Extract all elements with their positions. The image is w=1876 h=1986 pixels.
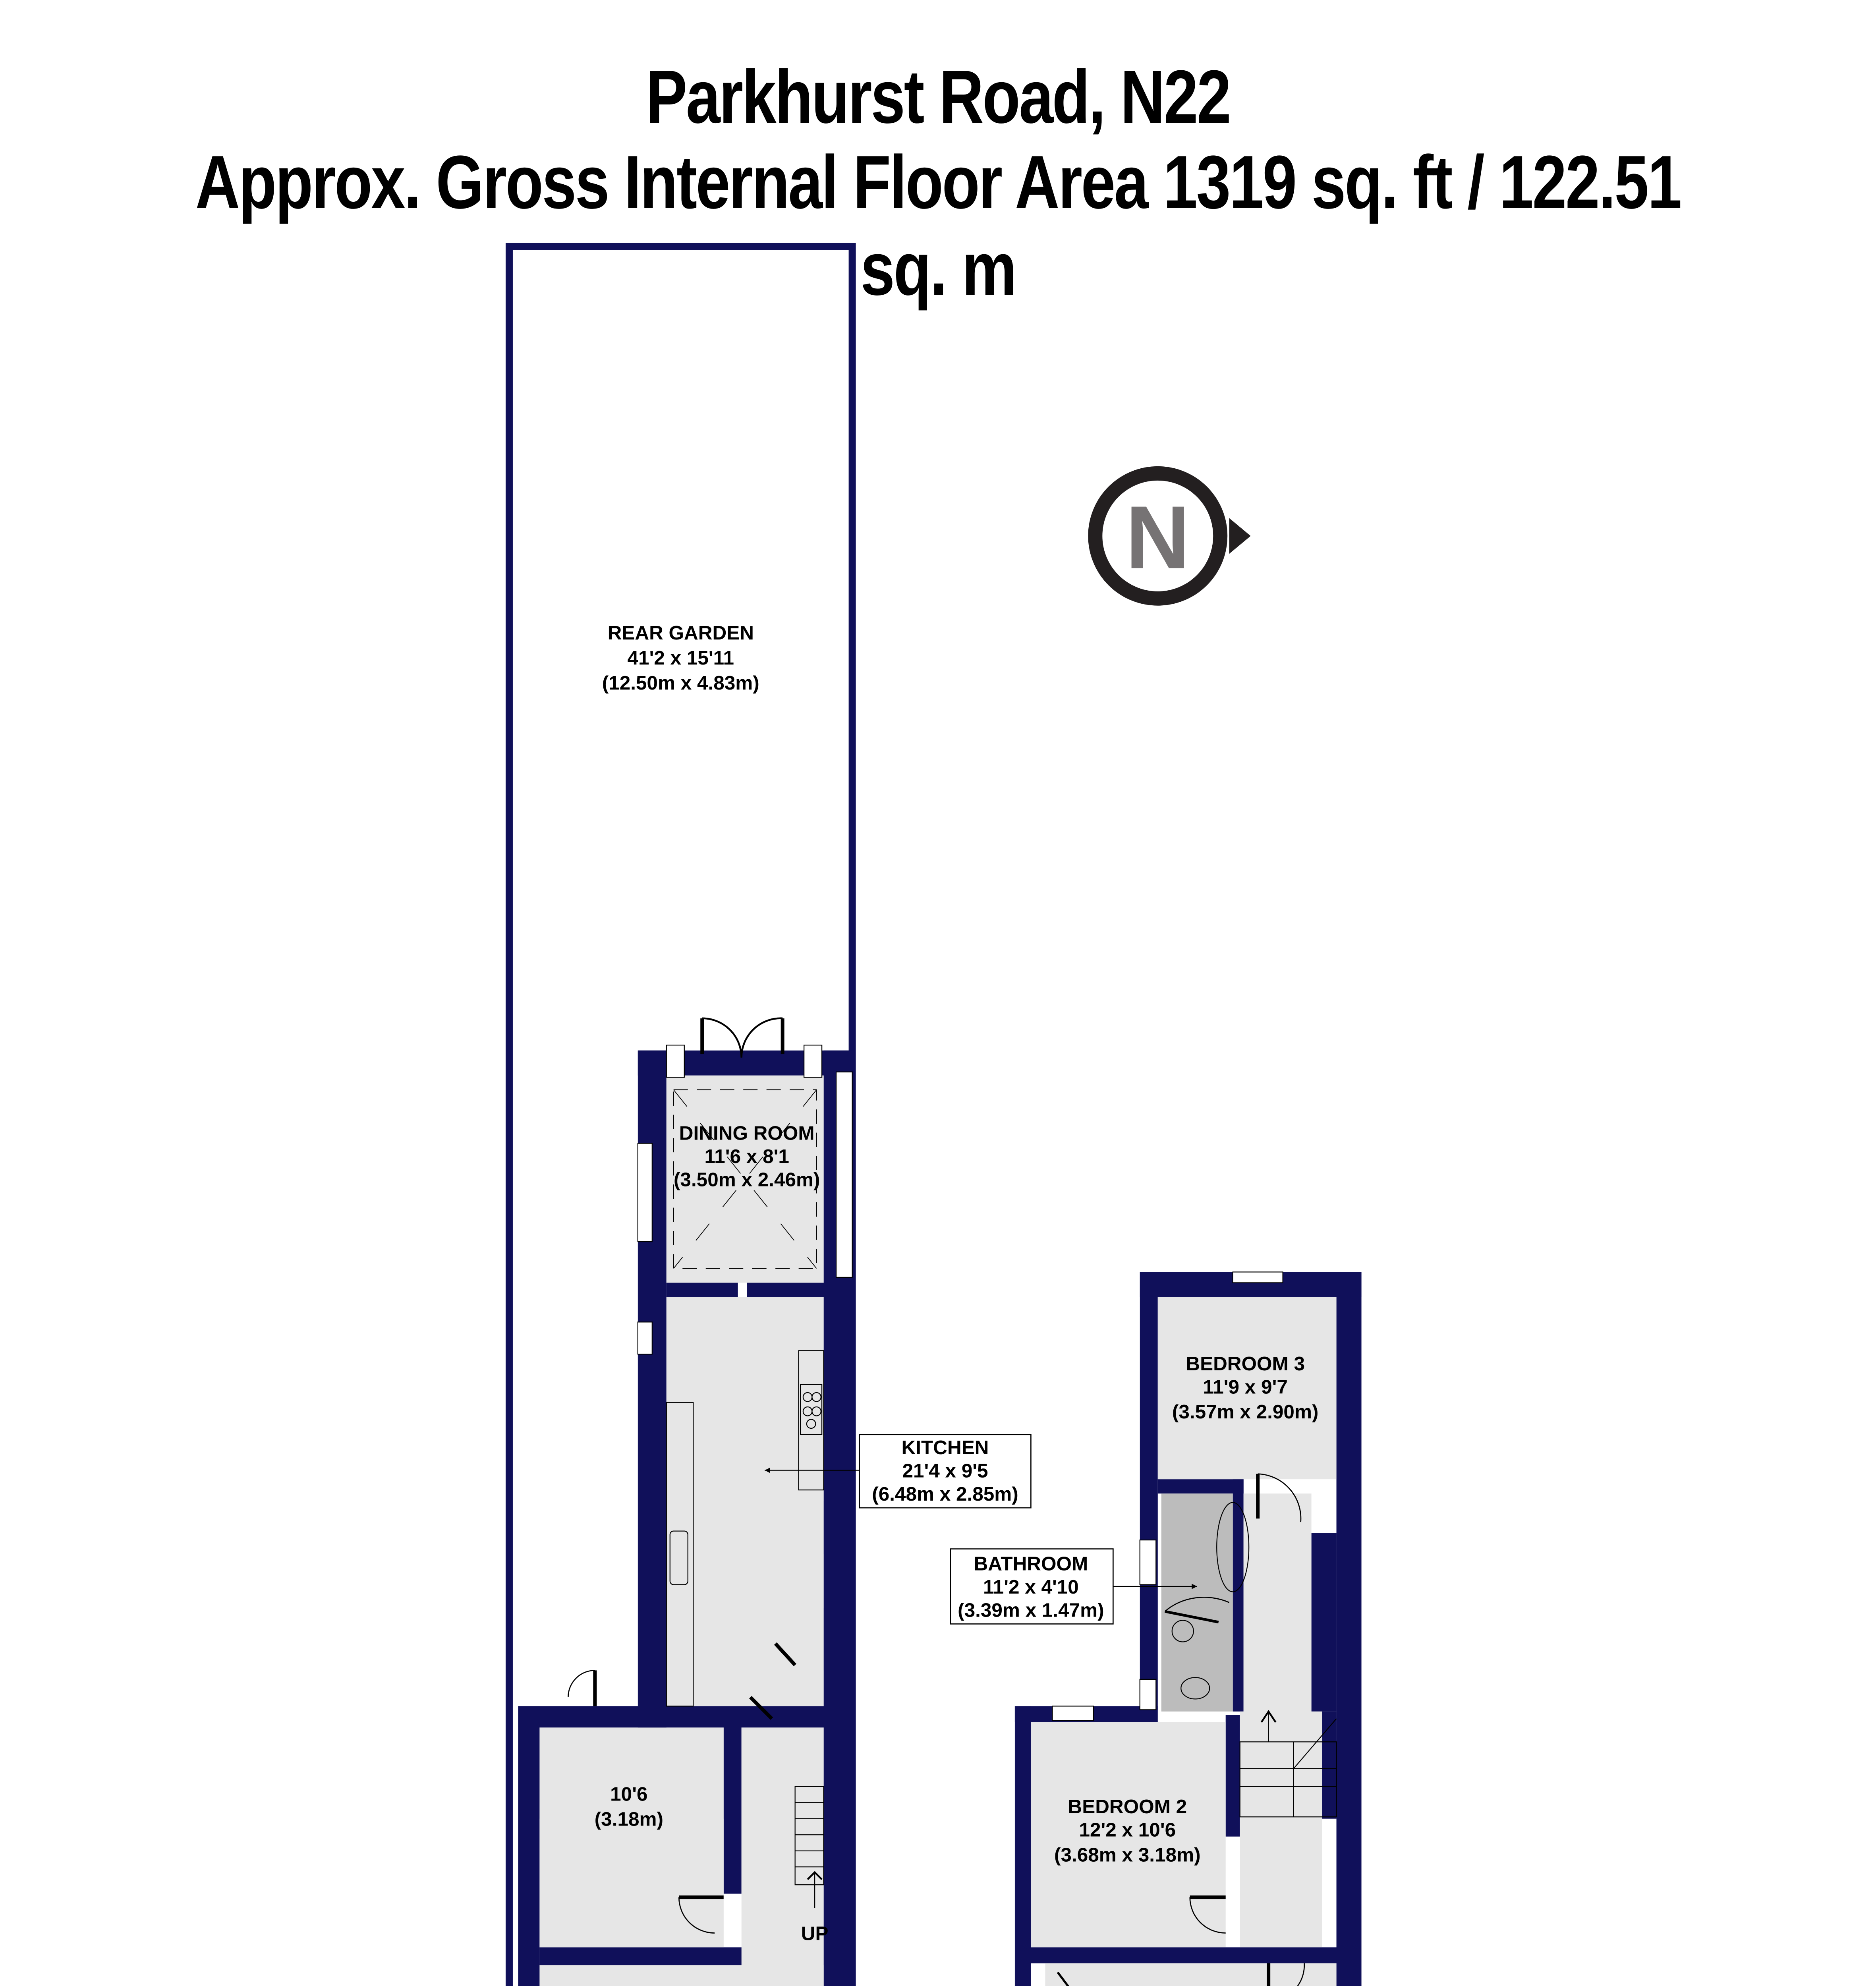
kitchen-fittings bbox=[666, 1350, 824, 1707]
toilet-icon bbox=[1180, 1677, 1210, 1700]
svg-text:11'2 x 4'10: 11'2 x 4'10 bbox=[983, 1576, 1079, 1598]
stairs-up[interactable] bbox=[794, 1786, 824, 1908]
svg-text:BEDROOM 2: BEDROOM 2 bbox=[1068, 1796, 1187, 1818]
room-label-dining-room: DINING ROOM 11'6 x 8'1 (3.50m x 2.46m) bbox=[674, 1122, 820, 1191]
svg-text:(12.50m x 4.83m): (12.50m x 4.83m) bbox=[602, 672, 759, 694]
svg-text:12'2 x 10'6: 12'2 x 10'6 bbox=[1079, 1819, 1176, 1841]
room-label-bedroom-3: BEDROOM 3 11'9 x 9'7 (3.57m x 2.90m) bbox=[1172, 1353, 1318, 1423]
svg-text:DINING ROOM: DINING ROOM bbox=[679, 1122, 815, 1144]
svg-text:(3.57m x 2.90m): (3.57m x 2.90m) bbox=[1172, 1401, 1318, 1423]
svg-text:KITCHEN: KITCHEN bbox=[902, 1437, 989, 1459]
svg-text:21'4 x 9'5: 21'4 x 9'5 bbox=[902, 1460, 988, 1482]
room-label-bedroom-2: BEDROOM 2 12'2 x 10'6 (3.68m x 3.18m) bbox=[1054, 1796, 1200, 1866]
ground-floor-windows bbox=[637, 1045, 853, 1355]
bathroom-fittings bbox=[1171, 1502, 1250, 1700]
kitchen-label-box bbox=[859, 1434, 1032, 1509]
stairs-up-label: UP bbox=[801, 1923, 829, 1945]
first-floor-windows bbox=[1052, 1271, 1283, 1721]
first-floor-room-fills bbox=[1031, 1297, 1337, 1986]
svg-text:(3.50m x 2.46m): (3.50m x 2.46m) bbox=[674, 1169, 820, 1191]
hob-icon bbox=[800, 1384, 823, 1435]
svg-text:10'6: 10'6 bbox=[610, 1783, 647, 1805]
room-label-rear-garden: REAR GARDEN 41'2 x 15'11 (12.50m x 4.83m… bbox=[602, 622, 759, 694]
svg-text:(3.39m x 1.47m): (3.39m x 1.47m) bbox=[958, 1599, 1104, 1621]
first-floor-stairs[interactable] bbox=[1239, 1710, 1337, 1818]
property-address: Parkhurst Road, N22 bbox=[646, 55, 1231, 139]
total-floor-area: Approx. Gross Internal Floor Area 1319 s… bbox=[195, 140, 1682, 311]
room-label-reception-rear: 10'6 (3.18m) bbox=[595, 1783, 663, 1830]
ground-floor-doors bbox=[568, 1642, 796, 1934]
room-label-bathroom: BATHROOM 11'2 x 4'10 (3.39m x 1.47m) bbox=[958, 1553, 1104, 1621]
svg-text:(6.48m x 2.85m): (6.48m x 2.85m) bbox=[872, 1483, 1018, 1505]
svg-text:(3.68m x 3.18m): (3.68m x 3.18m) bbox=[1054, 1844, 1200, 1866]
basin-icon bbox=[1171, 1620, 1194, 1642]
svg-text:REAR GARDEN: REAR GARDEN bbox=[608, 622, 754, 644]
ground-floor-room-fills bbox=[539, 1075, 824, 1986]
room-label-kitchen: KITCHEN 21'4 x 9'5 (6.48m x 2.85m) bbox=[872, 1437, 1018, 1505]
first-floor-doors bbox=[1057, 1473, 1305, 1986]
first-floor-plan: BEDROOM 3 11'9 x 9'7 (3.57m x 2.90m) BAT… bbox=[950, 1271, 1362, 1986]
bathroom-fill bbox=[1161, 1493, 1233, 1712]
compass-letter: N bbox=[1126, 487, 1190, 587]
north-compass-icon: N bbox=[1088, 466, 1251, 606]
bath-icon bbox=[1216, 1502, 1250, 1592]
svg-text:11'9 x 9'7: 11'9 x 9'7 bbox=[1203, 1376, 1287, 1398]
svg-text:(3.18m): (3.18m) bbox=[595, 1808, 663, 1830]
svg-text:BATHROOM: BATHROOM bbox=[974, 1553, 1088, 1575]
svg-text:BEDROOM 3: BEDROOM 3 bbox=[1186, 1353, 1305, 1375]
roof-lantern bbox=[673, 1089, 817, 1269]
sink-icon bbox=[669, 1530, 688, 1585]
svg-text:11'6 x 8'1: 11'6 x 8'1 bbox=[705, 1146, 789, 1167]
ground-floor-plan: UP IN REAR GARDEN 41'2 x 15'11 (12.50m x… bbox=[505, 243, 1032, 1986]
french-doors bbox=[700, 1017, 784, 1058]
svg-text:41'2 x 15'11: 41'2 x 15'11 bbox=[628, 647, 734, 669]
bathroom-label-box bbox=[950, 1548, 1114, 1625]
